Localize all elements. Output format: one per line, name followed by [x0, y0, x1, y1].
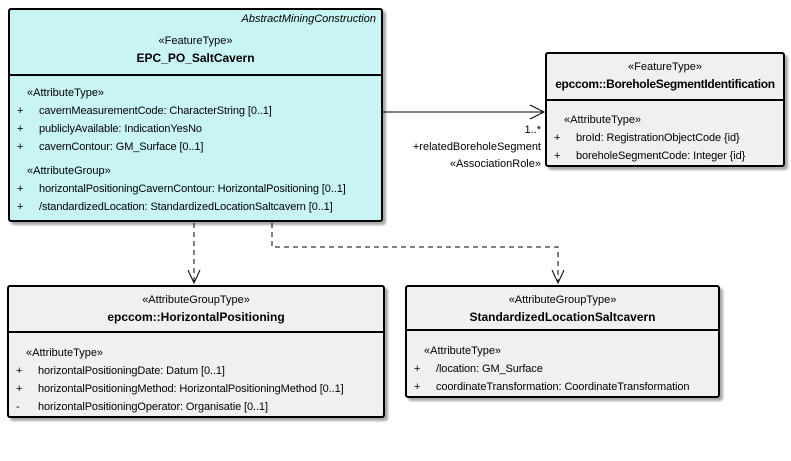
attribute-text: /standardizedLocation: StandardizedLocat…: [39, 201, 333, 213]
visibility-marker: +: [17, 123, 24, 135]
package-label: AbstractMiningConstruction: [241, 13, 376, 25]
class-horizontal-positioning[interactable]: «AttributeGroupType» epccom::HorizontalP…: [7, 285, 385, 418]
class-borehole-segment-identification[interactable]: «FeatureType» epccom::BoreholeSegmentIde…: [545, 52, 785, 167]
attribute-text: coordinateTransformation: CoordinateTran…: [436, 381, 690, 393]
visibility-marker: +: [17, 141, 24, 153]
stereotype-label: «FeatureType»: [158, 35, 233, 47]
association-stereotype-label: «AssociationRole»: [449, 158, 541, 170]
attribute-text: horizontalPositioningDate: Datum [0..1]: [38, 365, 225, 377]
attribute-section-label: «AttributeType»: [26, 347, 104, 359]
association-connector: [383, 104, 546, 120]
visibility-marker: +: [16, 365, 23, 377]
open-arrowhead-icon: [529, 104, 546, 120]
dependency-connector-standardized-location: [271, 223, 565, 285]
attribute-row: + cavernContour: GM_Surface [0..1]: [10, 138, 381, 156]
attribute-section-label: «AttributeType»: [564, 114, 642, 126]
open-arrowhead-icon: [551, 269, 565, 285]
class-name: epccom::BoreholeSegmentIdentification: [555, 77, 775, 91]
attribute-row: + coordinateTransformation: CoordinateTr…: [407, 378, 718, 396]
attribute-row: + boreholeSegmentCode: Integer {id}: [547, 147, 783, 165]
class-name-compartment: AbstractMiningConstruction «FeatureType»…: [10, 10, 381, 76]
visibility-marker: +: [17, 105, 24, 117]
visibility-marker: +: [554, 150, 561, 162]
attribute-row: + horizontalPositioningCavernContour: Ho…: [10, 180, 381, 198]
class-name: epccom::HorizontalPositioning: [107, 310, 285, 324]
attribute-row: + cavernMeasurementCode: CharacterString…: [10, 102, 381, 120]
attribute-text: cavernMeasurementCode: CharacterString […: [39, 105, 272, 117]
class-name-compartment: «AttributeGroupType» epccom::HorizontalP…: [9, 287, 383, 333]
attributes-compartment: «AttributeType» + horizontalPositioningD…: [9, 333, 383, 416]
visibility-marker: +: [414, 381, 421, 393]
visibility-marker: +: [17, 201, 24, 213]
multiplicity-label: 1..*: [524, 124, 541, 136]
attribute-text: cavernContour: GM_Surface [0..1]: [39, 141, 204, 153]
attribute-text: /location: GM_Surface: [436, 363, 543, 375]
class-name: StandardizedLocationSaltcavern: [469, 310, 656, 324]
attribute-section-label: «AttributeGroup»: [27, 165, 111, 177]
attribute-text: horizontalPositioningOperator: Organisat…: [38, 401, 268, 413]
role-name-label: +relatedBoreholeSegment: [412, 141, 541, 153]
attribute-section-label: «AttributeType»: [27, 87, 105, 99]
class-name-compartment: «FeatureType» epccom::BoreholeSegmentIde…: [547, 54, 783, 101]
attribute-row: + /standardizedLocation: StandardizedLoc…: [10, 198, 381, 216]
visibility-marker: -: [16, 401, 20, 413]
attribute-text: broId: RegistrationObjectCode {id}: [576, 132, 740, 144]
class-epc-po-saltcavern[interactable]: AbstractMiningConstruction «FeatureType»…: [8, 8, 383, 222]
attributes-compartment: «AttributeType» + broId: RegistrationObj…: [547, 101, 783, 165]
attribute-row: + horizontalPositioningMethod: Horizonta…: [9, 380, 383, 398]
attribute-row: - horizontalPositioningOperator: Organis…: [9, 398, 383, 416]
attributes-compartment: «AttributeType» + cavernMeasurementCode:…: [10, 76, 381, 220]
attribute-section-label: «AttributeType»: [424, 345, 502, 357]
dependency-connector-horizontal-positioning: [187, 223, 201, 285]
class-name: EPC_PO_SaltCavern: [136, 51, 255, 65]
stereotype-label: «AttributeGroupType»: [142, 294, 250, 306]
attribute-row: + publiclyAvailable: IndicationYesNo: [10, 120, 381, 138]
attributes-compartment: «AttributeType» + /location: GM_Surface …: [407, 331, 718, 396]
open-arrowhead-icon: [187, 269, 201, 285]
attribute-row: + /location: GM_Surface: [407, 360, 718, 378]
attribute-text: publiclyAvailable: IndicationYesNo: [39, 123, 202, 135]
visibility-marker: +: [17, 183, 24, 195]
class-standardized-location-saltcavern[interactable]: «AttributeGroupType» StandardizedLocatio…: [405, 285, 720, 398]
attribute-row: + horizontalPositioningDate: Datum [0..1…: [9, 362, 383, 380]
stereotype-label: «AttributeGroupType»: [508, 294, 617, 306]
visibility-marker: +: [414, 363, 421, 375]
attribute-text: boreholeSegmentCode: Integer {id}: [576, 150, 746, 162]
attribute-text: horizontalPositioningMethod: HorizontalP…: [38, 383, 344, 395]
stereotype-label: «FeatureType»: [628, 61, 702, 73]
attribute-text: horizontalPositioningCavernContour: Hori…: [39, 183, 346, 195]
visibility-marker: +: [16, 383, 23, 395]
association-labels: 1..* +relatedBoreholeSegment «Associatio…: [413, 122, 541, 173]
visibility-marker: +: [554, 132, 561, 144]
class-name-compartment: «AttributeGroupType» StandardizedLocatio…: [407, 287, 718, 331]
attribute-row: + broId: RegistrationObjectCode {id}: [547, 129, 783, 147]
